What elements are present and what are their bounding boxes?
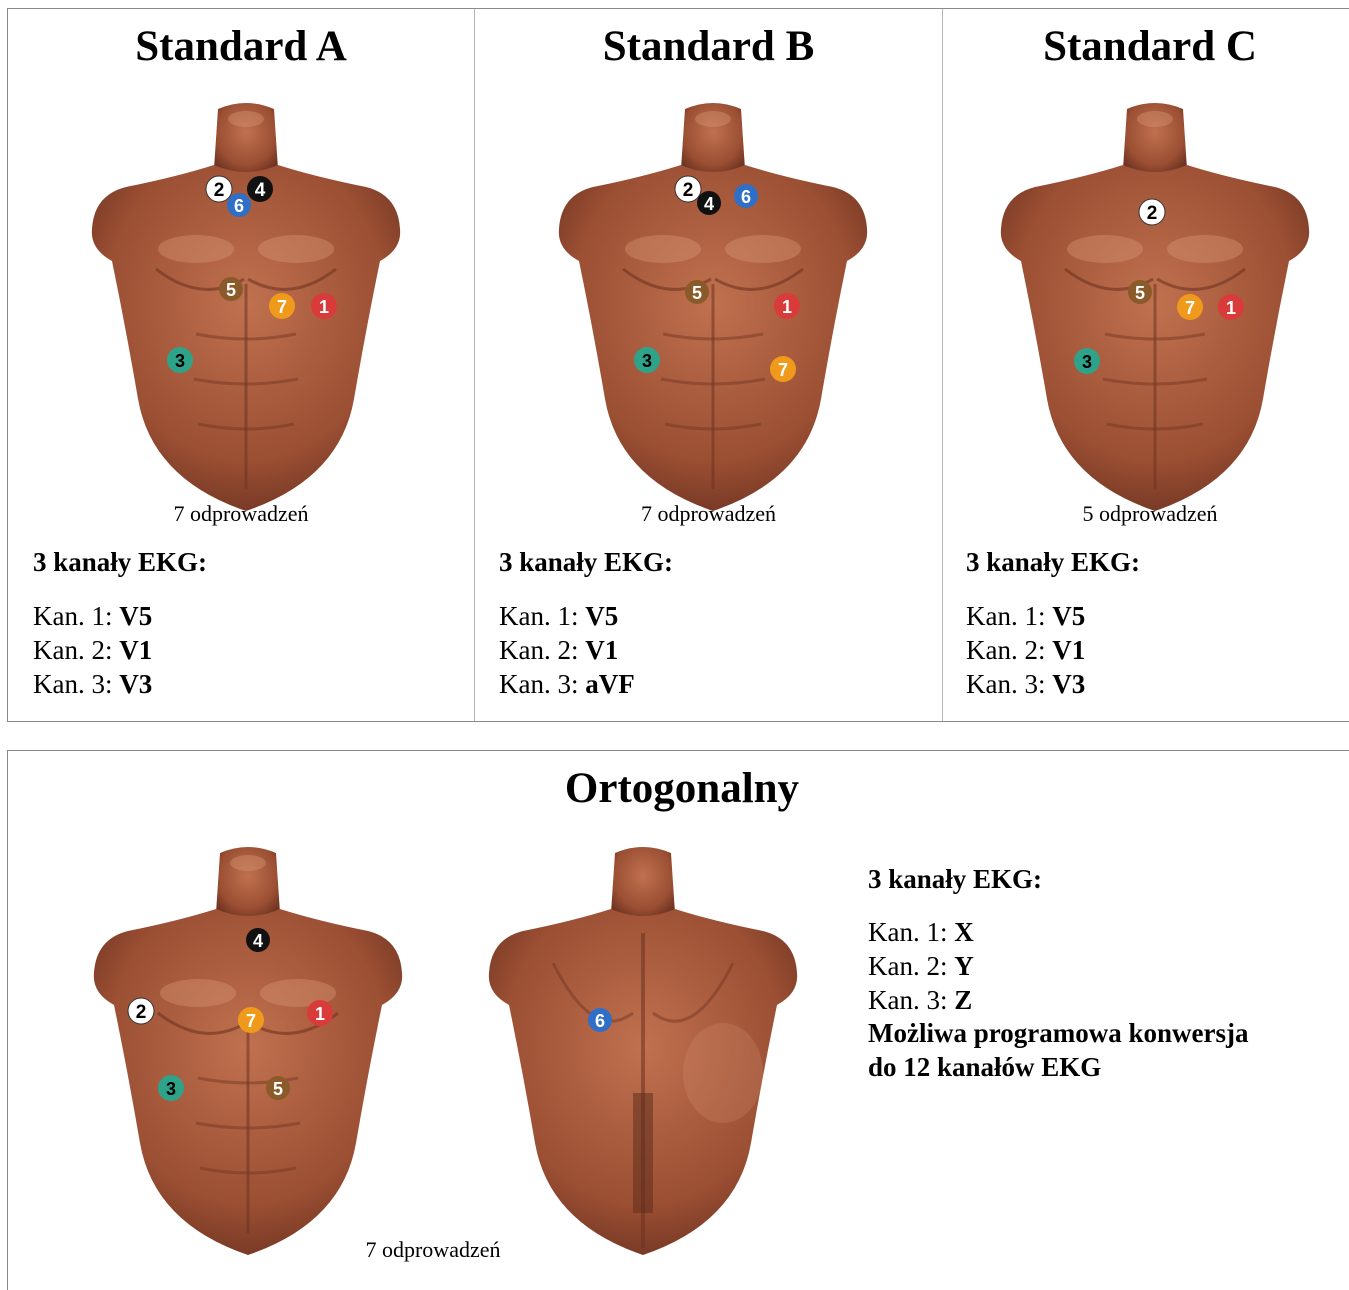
- svg-text:3: 3: [166, 1079, 176, 1099]
- standard-c-caption: 5 odprowadzeń: [943, 501, 1349, 527]
- standard-b-caption: 7 odprowadzeń: [475, 501, 942, 527]
- conversion-note: Możliwa programowa konwersja do 12 kanał…: [868, 1016, 1248, 1084]
- electrode-5: 5: [685, 280, 709, 304]
- standard-b-channels: Kan. 1: V5 Kan. 2: V1 Kan. 3: aVF: [499, 599, 635, 701]
- svg-text:3: 3: [175, 351, 185, 371]
- svg-text:5: 5: [273, 1079, 283, 1099]
- svg-text:7: 7: [246, 1011, 256, 1031]
- torso-front-illustration: 2 5 7 1 3: [995, 99, 1315, 519]
- electrode-5: 5: [219, 277, 243, 301]
- channel-line: Kan. 1: V5: [33, 599, 152, 633]
- electrode-1: 1: [774, 293, 800, 319]
- svg-text:6: 6: [595, 1011, 605, 1031]
- standard-c-channels: Kan. 1: V5 Kan. 2: V1 Kan. 3: V3: [966, 599, 1085, 701]
- svg-text:1: 1: [782, 297, 792, 317]
- conversion-note-line-2: do 12 kanałów EKG: [868, 1050, 1248, 1084]
- channel-line: Kan. 2: V1: [966, 633, 1085, 667]
- standard-a-title: Standard A: [8, 21, 474, 73]
- orthogonal-panel: Ortogonalny 4 2 7 1 3 5 6 7 odprowadzeń …: [7, 750, 1349, 1290]
- channel-line: Kan. 2: V1: [33, 633, 152, 667]
- electrode-3: 3: [1074, 348, 1100, 374]
- electrode-3: 3: [167, 347, 193, 373]
- torso-front-illustration: 2 4 6 5 7 1 3: [86, 99, 406, 519]
- electrode-1: 1: [1218, 294, 1244, 320]
- orthogonal-title: Ortogonalny: [8, 763, 1349, 815]
- orthogonal-channels-title: 3 kanały EKG:: [868, 864, 1042, 895]
- standards-panel: Standard A 2 4 6 5 7 1 3 7 odprowadzeń 3…: [7, 8, 1349, 722]
- torso-front-illustration: 2 4 6 5 1 3 7: [553, 99, 873, 519]
- electrode-6: 6: [227, 193, 251, 217]
- standard-a-channels-title: 3 kanały EKG:: [33, 547, 207, 578]
- electrode-4: 4: [246, 928, 270, 952]
- svg-text:2: 2: [214, 180, 225, 201]
- standard-c-title: Standard C: [943, 21, 1349, 73]
- orthogonal-caption: 7 odprowadzeń: [8, 1237, 858, 1263]
- svg-text:3: 3: [1082, 352, 1092, 372]
- svg-text:2: 2: [1147, 203, 1158, 224]
- electrode-2: 2: [128, 998, 154, 1024]
- svg-text:4: 4: [253, 931, 263, 951]
- channel-line: Kan. 1: X: [868, 915, 974, 949]
- electrode-7: 7: [269, 293, 295, 319]
- electrode-2: 2: [1139, 199, 1165, 225]
- svg-text:6: 6: [234, 196, 244, 216]
- electrode-5: 5: [1128, 280, 1152, 304]
- svg-text:1: 1: [319, 297, 329, 317]
- electrode-4: 4: [247, 176, 273, 202]
- standard-a-caption: 7 odprowadzeń: [8, 501, 474, 527]
- channel-line: Kan. 3: V3: [33, 667, 152, 701]
- svg-text:6: 6: [741, 187, 751, 207]
- electrode-1: 1: [311, 293, 337, 319]
- orthogonal-channels: Kan. 1: X Kan. 2: Y Kan. 3: Z: [868, 915, 974, 1017]
- channel-line: Kan. 1: V5: [966, 599, 1085, 633]
- svg-text:4: 4: [255, 180, 266, 201]
- standard-a-column: Standard A 2 4 6 5 7 1 3 7 odprowadzeń 3…: [8, 9, 474, 721]
- svg-text:5: 5: [226, 280, 236, 300]
- standard-b-channels-title: 3 kanały EKG:: [499, 547, 673, 578]
- svg-text:3: 3: [642, 351, 652, 371]
- channel-line: Kan. 3: aVF: [499, 667, 635, 701]
- svg-text:5: 5: [692, 283, 702, 303]
- electrode-2: 2: [206, 176, 232, 202]
- channel-line: Kan. 3: V3: [966, 667, 1085, 701]
- svg-text:7: 7: [1185, 298, 1195, 318]
- channel-line: Kan. 2: V1: [499, 633, 635, 667]
- standard-b-title: Standard B: [475, 21, 942, 73]
- channel-line: Kan. 1: V5: [499, 599, 635, 633]
- standard-a-channels: Kan. 1: V5 Kan. 2: V1 Kan. 3: V3: [33, 599, 152, 701]
- svg-text:5: 5: [1135, 283, 1145, 303]
- electrode-3: 3: [634, 347, 660, 373]
- svg-text:4: 4: [704, 194, 714, 214]
- svg-text:7: 7: [778, 360, 788, 380]
- electrode-1: 1: [307, 1000, 333, 1026]
- electrode-7: 7: [238, 1007, 264, 1033]
- svg-text:2: 2: [136, 1002, 147, 1023]
- svg-text:1: 1: [315, 1004, 325, 1024]
- electrode-7: 7: [1177, 294, 1203, 320]
- electrode-7: 7: [770, 356, 796, 382]
- svg-text:1: 1: [1226, 298, 1236, 318]
- electrode-4: 4: [697, 191, 721, 215]
- conversion-note-line-1: Możliwa programowa konwersja: [868, 1016, 1248, 1050]
- channel-line: Kan. 3: Z: [868, 983, 974, 1017]
- electrode-5: 5: [266, 1076, 290, 1100]
- channel-line: Kan. 2: Y: [868, 949, 974, 983]
- svg-text:7: 7: [277, 297, 287, 317]
- svg-text:2: 2: [683, 180, 694, 201]
- electrode-6: 6: [588, 1008, 612, 1032]
- standard-b-column: Standard B 2 4 6 5 1 3 7 7 odprowadzeń 3…: [475, 9, 942, 721]
- electrode-3: 3: [158, 1075, 184, 1101]
- torso-back-illustration: 6: [483, 843, 803, 1263]
- electrode-6: 6: [734, 184, 758, 208]
- standard-c-channels-title: 3 kanały EKG:: [966, 547, 1140, 578]
- standard-c-column: Standard C 2 5 7 1 3 5 odprowadzeń 3 kan…: [943, 9, 1349, 721]
- electrode-2: 2: [675, 176, 701, 202]
- torso-front-illustration: 4 2 7 1 3 5: [88, 843, 408, 1263]
